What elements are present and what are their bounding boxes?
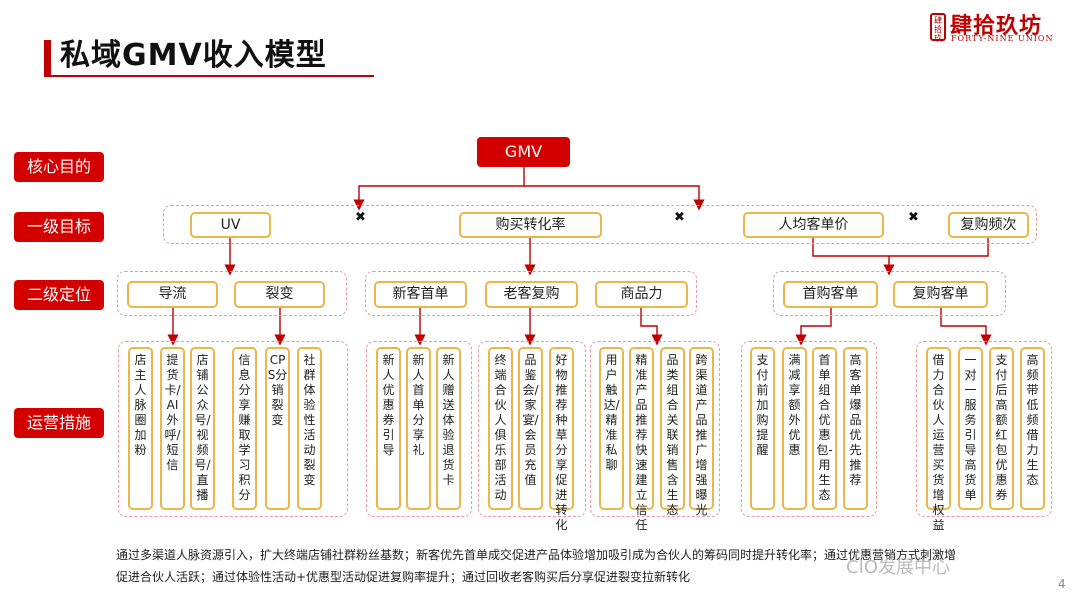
logo-seal-text: 肆拾玖: [934, 16, 942, 43]
op-measure-2: 提货卡/AI外呼/短信: [160, 347, 185, 510]
op-measure-1: 店主人脉圈加粉: [128, 347, 153, 510]
op-measure-17: 支付前加购提醒: [750, 347, 775, 510]
ops-group-product: [590, 341, 720, 517]
op-measure-21: 借力合伙人运营买货增权益: [926, 347, 951, 532]
gmv-box: GMV: [477, 137, 570, 167]
ops-group-repeat-order: [916, 341, 1052, 517]
op-measure-24: 高频带低频借力生态: [1020, 347, 1045, 510]
op-measure-12: 好物推荐种草分享促进转化: [549, 347, 574, 532]
multiply-sign-1: ✖: [355, 210, 366, 225]
brand-logo-name: 肆拾玖坊: [950, 13, 1043, 39]
page-number: 4: [1058, 577, 1066, 591]
op-measure-20: 高客单爆品优先推荐: [843, 347, 868, 510]
target-product-power: 商品力: [595, 281, 688, 308]
ops-group-old-customer: [478, 341, 586, 517]
goal-conversion: 购买转化率: [459, 212, 602, 238]
multiply-sign-3: ✖: [908, 210, 919, 225]
footer-summary-line-1: 通过多渠道人脉资源引入，扩大终端店铺社群粉丝基数；新客优先首单成交促进产品体验增…: [116, 548, 957, 562]
op-measure-11: 品鉴会/家宴/会员充值: [518, 347, 543, 510]
op-measure-15: 品类组合关联销售含生态: [660, 347, 685, 517]
title-accent-bar: [44, 40, 51, 76]
op-measure-5: CPS分销裂变: [265, 347, 290, 510]
multiply-sign-2: ✖: [674, 210, 685, 225]
op-measure-13: 用户触达/精准私聊: [599, 347, 624, 510]
op-measure-19: 首单组合优惠包-用生态: [812, 347, 837, 510]
op-measure-10: 终端合伙人俱乐部活动: [488, 347, 513, 510]
ops-group-first-order: [741, 341, 877, 517]
title-underline: [44, 75, 374, 77]
target-repeat-purchase-order: 复购客单: [893, 281, 988, 308]
op-measure-8: 新人首单分享礼: [406, 347, 431, 510]
level-first-label: 一级目标: [14, 212, 104, 242]
first-goals-group: [163, 205, 1037, 244]
logo-seal: 肆拾玖: [930, 13, 946, 43]
ops-group-new-customer: [366, 341, 472, 517]
op-measure-7: 新人优惠券引导: [376, 347, 401, 510]
goal-uv: UV: [190, 212, 271, 238]
second-group-uv: [117, 271, 347, 316]
watermark: CIO发展中心: [846, 557, 951, 578]
level-ops-label: 运营措施: [14, 408, 104, 438]
op-measure-3: 店铺公众号/视频号/直播: [190, 347, 215, 510]
level-core-label: 核心目的: [14, 152, 104, 182]
op-measure-22: 一对一服务引导高货单: [958, 347, 983, 510]
second-group-conversion: [365, 271, 697, 316]
op-measure-14: 精准产品推荐快速建立信任: [629, 347, 654, 532]
second-group-order-value: [773, 271, 1006, 316]
target-old-repeat: 老客复购: [485, 281, 578, 308]
level-second-label: 二级定位: [14, 280, 104, 310]
target-new-first-order: 新客首单: [374, 281, 467, 308]
page-title: 私域GMV收入模型: [60, 38, 327, 73]
ops-group-uv: [118, 341, 348, 517]
target-traffic: 导流: [127, 281, 218, 308]
brand-logo-subtitle: FORTY-NINE UNION: [951, 34, 1054, 43]
footer-summary-line-2: 促进合伙人活跃；通过体验性活动+优惠型活动促进复购率提升；通过回收老客购买后分享…: [116, 570, 691, 584]
op-measure-4: 信息分享赚取学习积分: [232, 347, 257, 510]
op-measure-6: 社群体验性活动裂变: [297, 347, 322, 510]
op-measure-18: 满减享额外优惠: [782, 347, 807, 510]
goal-aov: 人均客单价: [743, 212, 884, 238]
op-measure-9: 新人赠送体验退货卡: [436, 347, 461, 510]
goal-repeat-frequency: 复购频次: [948, 212, 1029, 238]
op-measure-23: 支付后高额红包优惠券: [989, 347, 1014, 510]
target-fission: 裂变: [234, 281, 325, 308]
op-measure-16: 跨渠道产品推广增强曝光: [689, 347, 714, 517]
target-first-purchase-order: 首购客单: [783, 281, 878, 308]
